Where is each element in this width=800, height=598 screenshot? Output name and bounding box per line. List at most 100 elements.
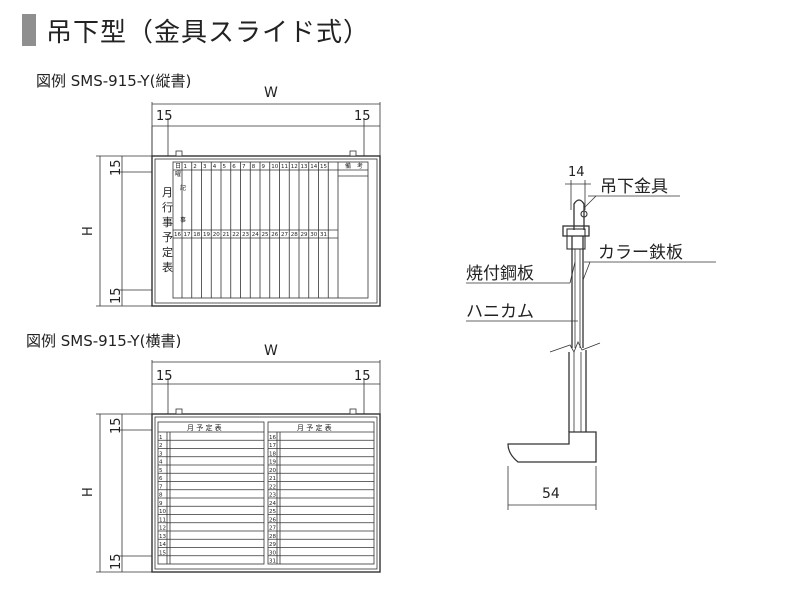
board1-day-bottom: 16 (174, 232, 181, 238)
board1-day-bottom: 29 (301, 232, 308, 238)
label-hanger: 吊下金具 (600, 177, 668, 197)
board2-left-day: 4 (159, 460, 163, 466)
board2-grid (157, 421, 375, 565)
board2-right-margin: 15 (354, 369, 371, 384)
board1-day-top: 9 (262, 164, 266, 170)
board2-left-day: 8 (159, 493, 163, 499)
board2-w-label: W (264, 343, 278, 359)
board2-top-margin: 15 (109, 417, 124, 434)
board1-day-top: 4 (213, 164, 217, 170)
board1-day-bottom: 30 (310, 232, 317, 238)
board2-left-margin: 15 (156, 369, 173, 384)
board2-h-label: H (81, 487, 96, 497)
board2-right-day: 24 (269, 501, 276, 507)
board1-day-bottom: 20 (213, 232, 220, 238)
board1-day-bottom: 18 (193, 232, 200, 238)
board1-day-bottom: 24 (252, 232, 259, 238)
board1-day-top: 15 (320, 164, 327, 170)
board1-left-margin: 15 (156, 109, 173, 124)
board1-day-top: 8 (252, 164, 256, 170)
board1-frame (151, 150, 381, 307)
board2-right-day: 28 (269, 534, 276, 540)
board1-dimensions (96, 102, 381, 307)
board1-h-label: H (81, 226, 96, 236)
board1-bottom-margin: 15 (109, 287, 124, 304)
board1-day-bottom: 25 (262, 232, 269, 238)
board1-day-columns (191, 162, 329, 298)
board2-right-day: 21 (269, 476, 276, 482)
board2-left-day: 10 (159, 509, 166, 515)
board2-right-day: 16 (269, 435, 276, 441)
board1-day-bottom: 27 (281, 232, 288, 238)
board1-day-bottom: 19 (203, 232, 210, 238)
board1-grid (172, 161, 369, 299)
board1-day-top: 1 (184, 164, 188, 170)
board1-day-bottom: 22 (232, 232, 239, 238)
section-hook-dim: 14 (568, 165, 585, 180)
board1-notes-head: 備 考 (345, 162, 363, 170)
board2-left-day: 14 (159, 542, 166, 548)
board2-left-day: 11 (159, 517, 166, 523)
board2-left-day: 1 (159, 435, 163, 441)
board2-rows (158, 439, 374, 557)
board2-left-day: 12 (159, 526, 166, 532)
title-marker (22, 14, 36, 46)
board2-left-day: 15 (159, 550, 166, 556)
board1-memo-2: 事 (180, 216, 186, 224)
board1-day-bottom: 17 (184, 232, 191, 238)
board1-day-bottom: 21 (223, 232, 230, 238)
board1-title-char: 行 (162, 201, 173, 214)
board1-day-top: 10 (271, 164, 278, 170)
board2-right-day: 22 (269, 484, 276, 490)
label-honeycomb: ハニカム (466, 302, 534, 322)
board2-right-day: 26 (269, 517, 276, 523)
page-title: 吊下型（金具スライド式） (46, 18, 371, 48)
board2-left-day: 7 (159, 484, 163, 490)
board2-left-day: 5 (159, 468, 163, 474)
board2-left-day: 9 (159, 501, 163, 507)
board2-dimensions (96, 360, 381, 573)
label-steel: 焼付鋼板 (466, 264, 534, 284)
board1-day-top: 2 (193, 164, 197, 170)
board1-title-char: 月 (162, 186, 173, 199)
board2-left-day: 2 (159, 443, 163, 449)
board1-day-bottom: 26 (271, 232, 278, 238)
section-drawing (466, 180, 716, 510)
board2-right-day: 19 (269, 460, 276, 466)
board1-w-label: W (264, 85, 278, 101)
board2-right-day: 20 (269, 468, 276, 474)
board1-day-bottom: 28 (291, 232, 298, 238)
board2-left-title: 月 予 定 表 (187, 423, 222, 432)
board1-day-top: 5 (223, 164, 227, 170)
board1-weekday-head: 曜 (175, 171, 181, 178)
board1-day-top: 11 (281, 164, 288, 170)
board1-day-bottom: 23 (242, 232, 249, 238)
board2-right-day: 23 (269, 493, 276, 499)
board2-bottom-margin: 15 (109, 553, 124, 570)
board2-right-day: 30 (269, 550, 276, 556)
board1-day-top: 14 (310, 164, 317, 170)
figure2-caption: 図例 SMS-915-Y(横書) (26, 332, 182, 350)
board2-left-day: 3 (159, 451, 163, 457)
board1-top-margin: 15 (109, 159, 124, 176)
board2-right-day: 25 (269, 509, 276, 515)
section-depth-dim: 54 (542, 486, 560, 502)
board1-title-char: 定 (162, 245, 173, 259)
board2-right-day: 17 (269, 443, 276, 449)
board2-right-title: 月 予 定 表 (297, 423, 332, 432)
board2-right-day: 27 (269, 526, 276, 532)
board1-right-margin: 15 (354, 109, 371, 124)
board2-left-day: 13 (159, 534, 166, 540)
board1-day-top: 3 (203, 164, 207, 170)
board2-right-day: 18 (269, 451, 276, 457)
board1-day-head: 日 (175, 163, 181, 170)
board1-title-char: 表 (162, 260, 173, 274)
board1-memo-1: 記 (180, 184, 186, 192)
board2-right-day: 31 (269, 559, 276, 565)
board2-left-day: 6 (159, 476, 163, 482)
board1-title-char: 予 (162, 231, 173, 244)
board1-day-top: 6 (232, 164, 236, 170)
figure1-caption: 図例 SMS-915-Y(縦書) (36, 72, 192, 90)
board1-title-char: 事 (162, 216, 173, 229)
